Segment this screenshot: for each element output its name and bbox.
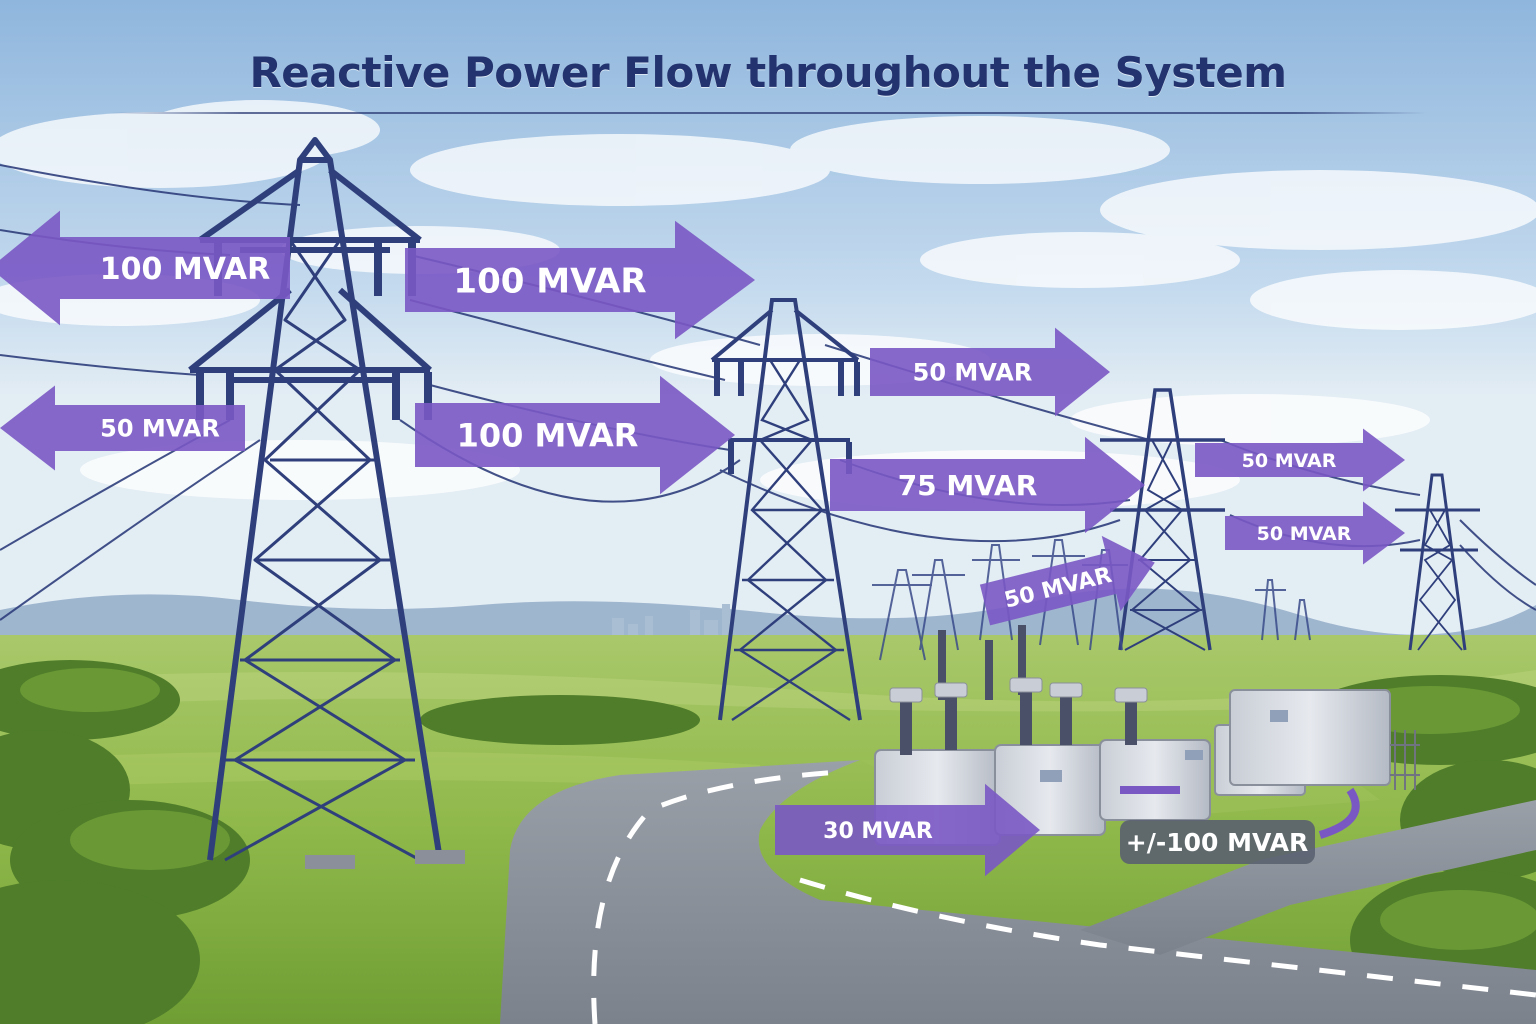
page-title: Reactive Power Flow throughout the Syste… xyxy=(249,48,1287,97)
tower-1 xyxy=(188,137,443,862)
flow-arrow-label: 50 MVAR xyxy=(1242,450,1337,472)
flow-arrow-shape xyxy=(415,375,735,495)
flow-arrow-label: 100 MVAR xyxy=(457,417,639,455)
bushing-tops xyxy=(889,677,1148,703)
road-branch xyxy=(1080,800,1536,955)
flow-arrow-1: 100 MVAR xyxy=(0,210,290,326)
tower-3 xyxy=(1100,388,1225,651)
flow-arrow-shape xyxy=(830,436,1145,534)
title-underline xyxy=(110,112,1426,114)
flow-arrow-3: 50 MVAR xyxy=(0,385,245,471)
flow-arrow-shape xyxy=(979,535,1155,626)
flow-arrow-4: 100 MVAR xyxy=(415,375,735,495)
flow-arrow-shape xyxy=(405,220,755,340)
tower-4 xyxy=(1395,473,1480,651)
bushings xyxy=(900,625,1137,755)
flow-arrow-shape xyxy=(1195,428,1405,492)
equipment-panels xyxy=(1040,710,1288,782)
flow-arrow-6: 75 MVAR xyxy=(830,436,1145,534)
flow-arrow-label: 50 MVAR xyxy=(100,415,220,443)
substation-loop-arrow xyxy=(1120,786,1360,839)
flow-arrow-7: 50 MVAR xyxy=(1195,428,1405,492)
tower-1-base-right xyxy=(415,850,465,864)
flow-arrow-shape xyxy=(775,783,1040,877)
flow-arrow-8: 50 MVAR xyxy=(1225,501,1405,565)
substation-badge-label: +/-100 MVAR xyxy=(1126,828,1308,857)
flow-arrow-shape xyxy=(0,385,245,471)
flow-arrow-label: 75 MVAR xyxy=(898,469,1038,502)
flow-arrow-shape xyxy=(0,210,290,326)
flow-arrow-2: 100 MVAR xyxy=(405,220,755,340)
tower-2 xyxy=(710,298,862,722)
substation-badge: +/-100 MVAR xyxy=(1120,786,1360,864)
flow-arrow-label: 50 MVAR xyxy=(913,359,1033,387)
flow-arrow-10: 30 MVAR xyxy=(775,783,1040,877)
flow-arrow-label: 100 MVAR xyxy=(100,252,270,287)
flow-arrow-label: 30 MVAR xyxy=(823,819,933,844)
flow-arrow-shape xyxy=(1225,501,1405,565)
tower-1-base xyxy=(305,855,355,869)
road xyxy=(500,760,1536,1024)
field-bands xyxy=(0,670,1536,790)
flow-arrow-shape xyxy=(870,327,1110,417)
substation-badge-bg xyxy=(1120,820,1315,864)
flow-arrow-5: 50 MVAR xyxy=(870,327,1110,417)
road-markings xyxy=(591,769,1536,1024)
tower-2-insulators xyxy=(714,362,860,474)
fence xyxy=(1390,730,1420,790)
flow-arrow-label: 50 MVAR xyxy=(1257,523,1352,545)
flow-arrow-label: 100 MVAR xyxy=(453,261,646,301)
flow-arrows: 100 MVAR 100 MVAR 50 MVAR 100 MVAR 50 MVAR 75… xyxy=(0,210,1405,877)
cabinet-2 xyxy=(1229,689,1391,786)
